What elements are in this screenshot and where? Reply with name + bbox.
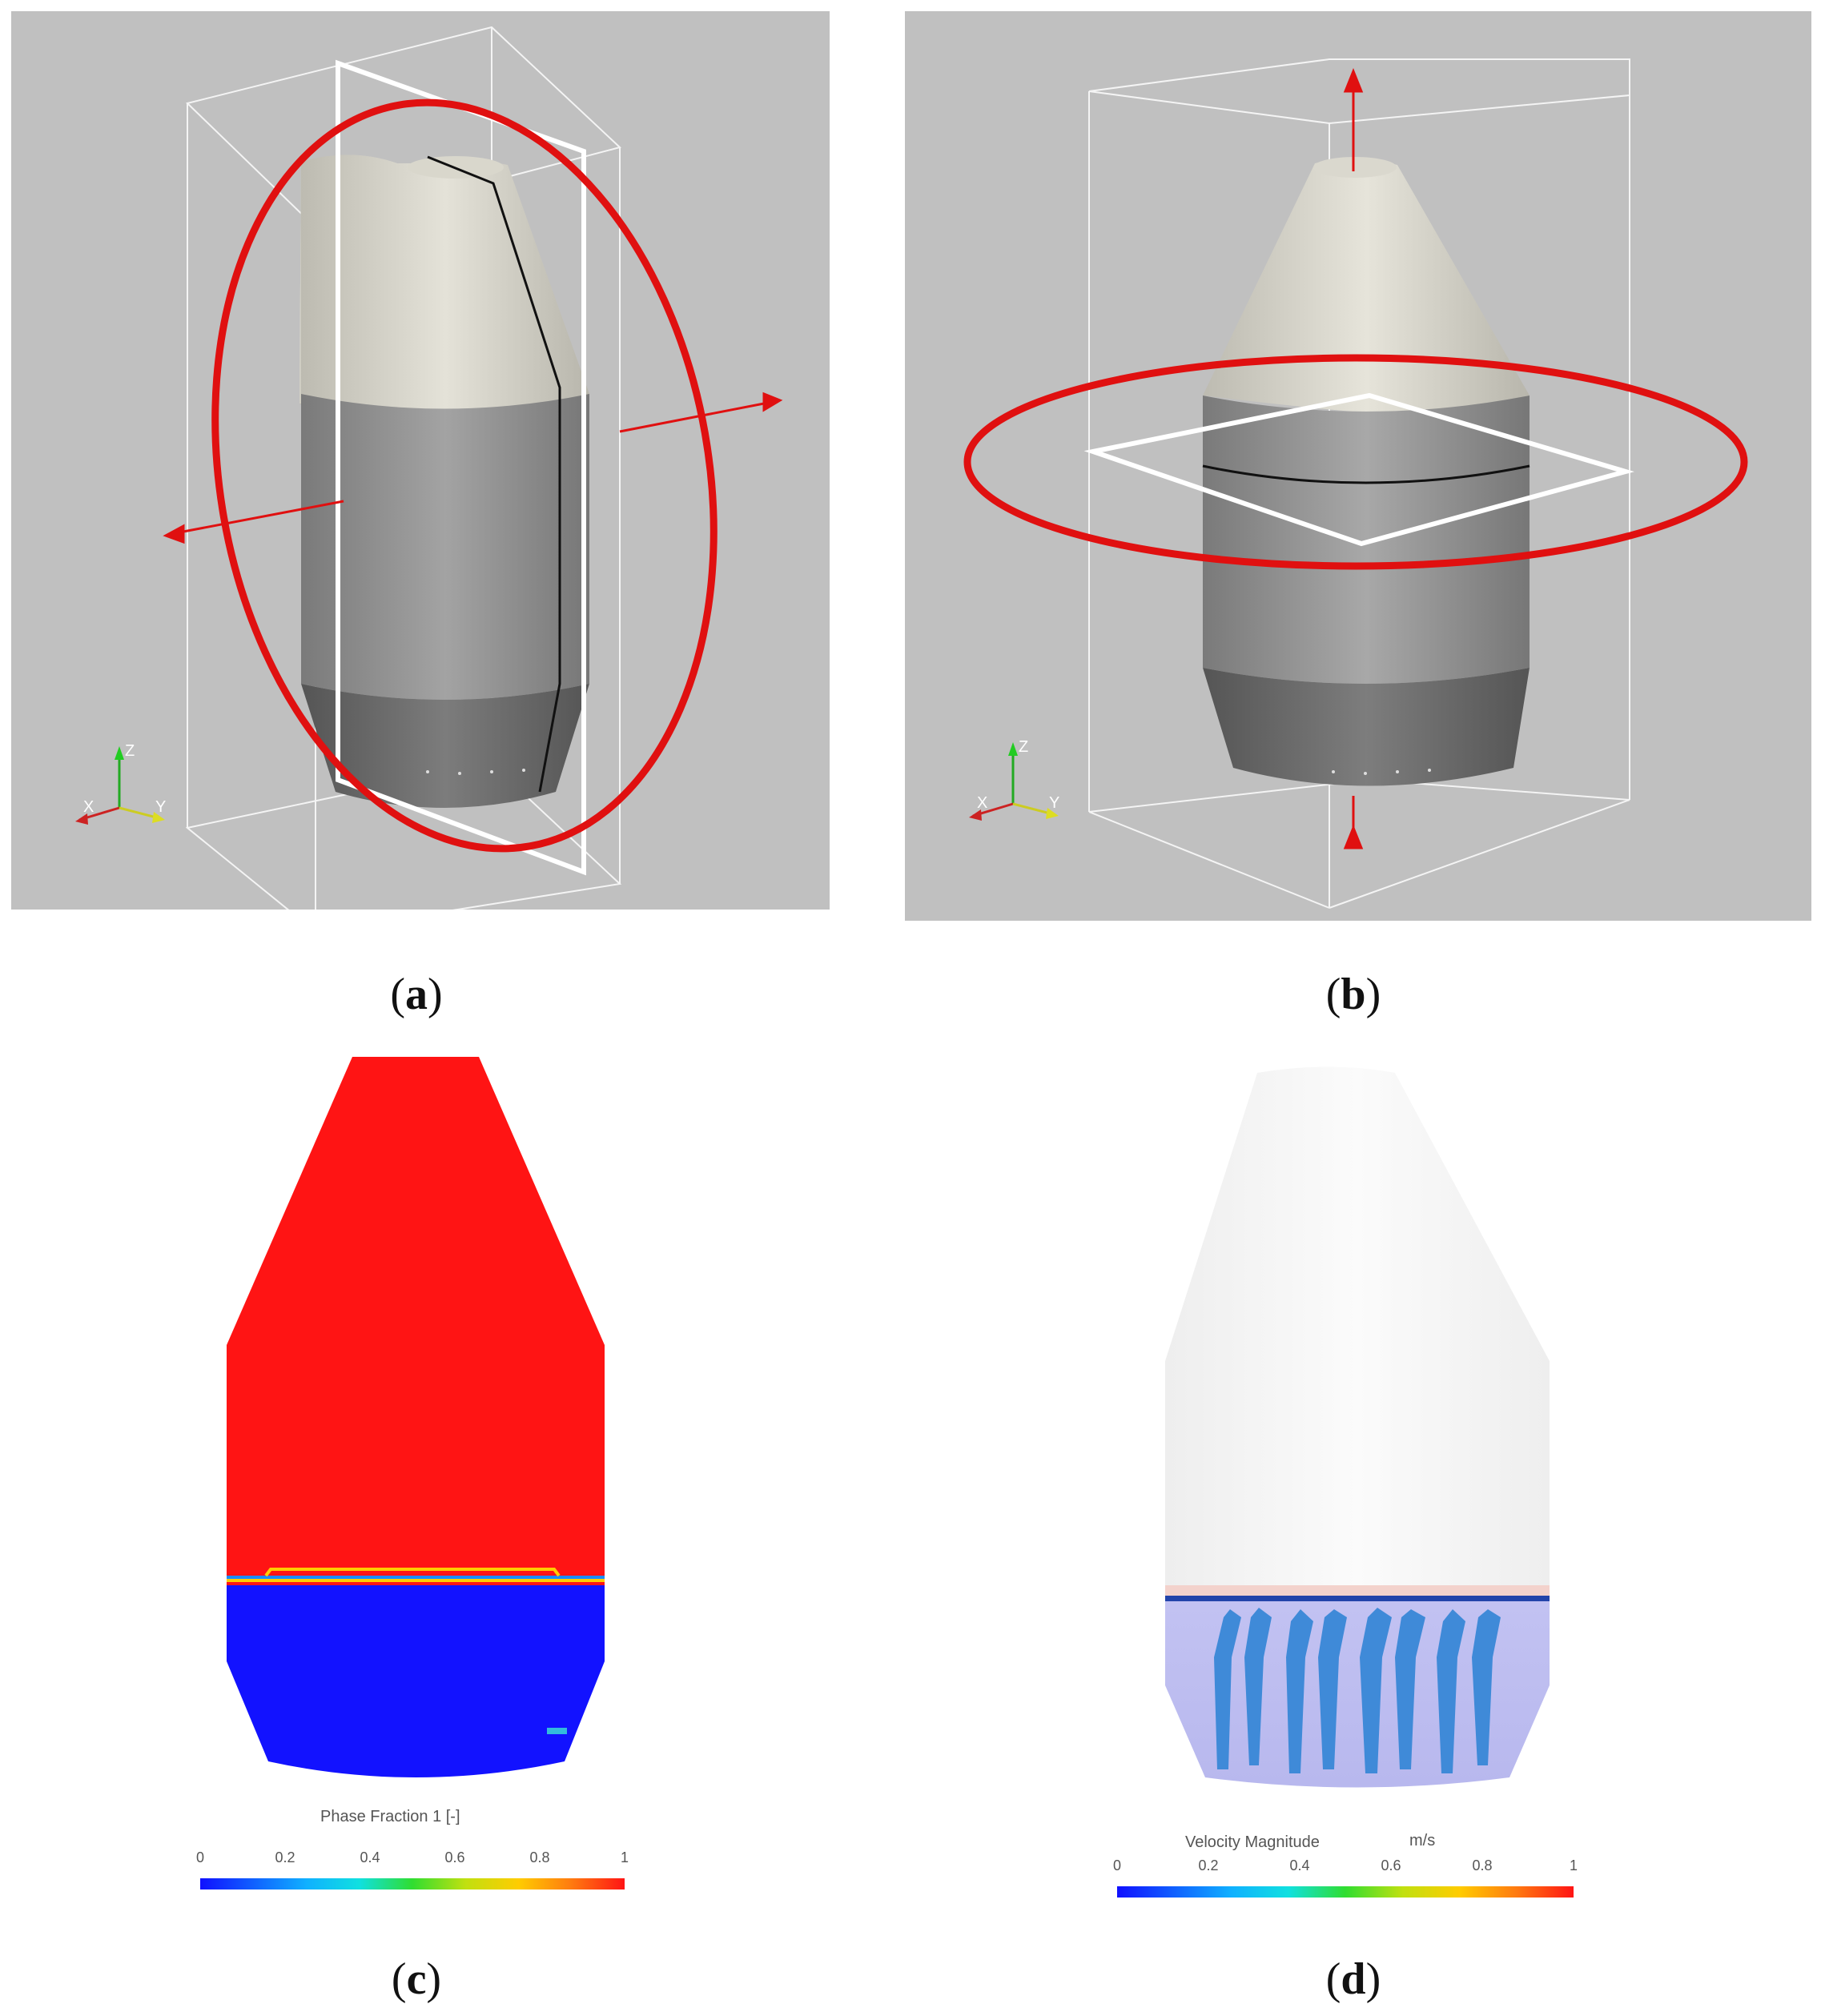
vessel-shell	[1165, 1066, 1550, 1593]
tick-2: 0.4	[360, 1849, 380, 1865]
panel-b: Z X Y	[905, 11, 1811, 921]
phase-fraction-plot	[227, 1057, 605, 1777]
axis-label-y: Y	[155, 798, 166, 816]
phase-region-gas	[227, 1057, 605, 1585]
normal-arrow	[163, 392, 783, 544]
velocity-plumes	[1214, 1608, 1501, 1773]
axis-label-y: Y	[1049, 794, 1059, 812]
normal-arrow	[1343, 67, 1364, 849]
caption-c-letter: c	[406, 1954, 427, 2004]
legend-title-c: Phase Fraction 1 [-]	[320, 1808, 460, 1825]
slice-plane	[1083, 392, 1634, 547]
axis-label-x: X	[83, 798, 94, 816]
caption-d-letter: d	[1341, 1954, 1366, 2004]
tick-5: 1	[620, 1849, 629, 1865]
tick-3: 0.6	[444, 1849, 465, 1865]
panel-d: Velocity Magnitude m/s 0 0.2 0.4 0.6 0.8…	[1073, 1057, 1634, 1922]
colorbar-c	[200, 1878, 625, 1889]
axis-label-z: Z	[125, 742, 135, 760]
tick-0: 0	[195, 1849, 205, 1865]
viewport-a[interactable]: Z X Y	[11, 11, 830, 934]
viewport-b[interactable]: Z X Y	[905, 11, 1811, 921]
tick-0: 0	[1112, 1857, 1122, 1873]
vessel-body	[275, 155, 589, 808]
axis-label-z: Z	[1019, 738, 1028, 756]
legend-title-d: Velocity Magnitude	[1185, 1833, 1320, 1851]
tick-5: 1	[1569, 1857, 1578, 1873]
panel-a: Z X Y	[11, 11, 830, 934]
panel-c: Phase Fraction 1 [-] 0 0.2 0.4 0.6 0.8 1	[160, 1041, 721, 1922]
tick-3: 0.6	[1381, 1857, 1401, 1873]
axis-triad: Z X Y	[75, 742, 166, 825]
axis-triad: Z X Y	[969, 738, 1059, 821]
axis-label-x: X	[977, 794, 987, 812]
vessel-body	[1202, 157, 1530, 786]
tick-2: 0.4	[1289, 1857, 1310, 1873]
phase-region-liquid	[227, 1585, 605, 1777]
tick-1: 0.2	[1198, 1857, 1219, 1873]
caption-a: (a)	[390, 970, 443, 1019]
velocity-plot	[1165, 1066, 1550, 1788]
colorbar-d	[1117, 1886, 1574, 1898]
color-legend-c: 0 0.2 0.4 0.6 0.8 1	[196, 1849, 629, 1898]
rotation-ring	[963, 354, 1748, 570]
tick-1: 0.2	[275, 1849, 295, 1865]
caption-a-letter: a	[405, 970, 428, 1019]
legend-unit-d: m/s	[1409, 1832, 1436, 1849]
caption-b: (b)	[1325, 970, 1381, 1019]
tick-4: 0.8	[529, 1849, 550, 1865]
color-legend-d: 0 0.2 0.4 0.6 0.8 1	[1113, 1857, 1578, 1906]
tick-4: 0.8	[1472, 1857, 1493, 1873]
rotation-ring	[211, 98, 718, 853]
caption-b-letter: b	[1341, 970, 1366, 1019]
caption-c: (c)	[391, 1954, 442, 2004]
caption-d: (d)	[1325, 1954, 1381, 2004]
